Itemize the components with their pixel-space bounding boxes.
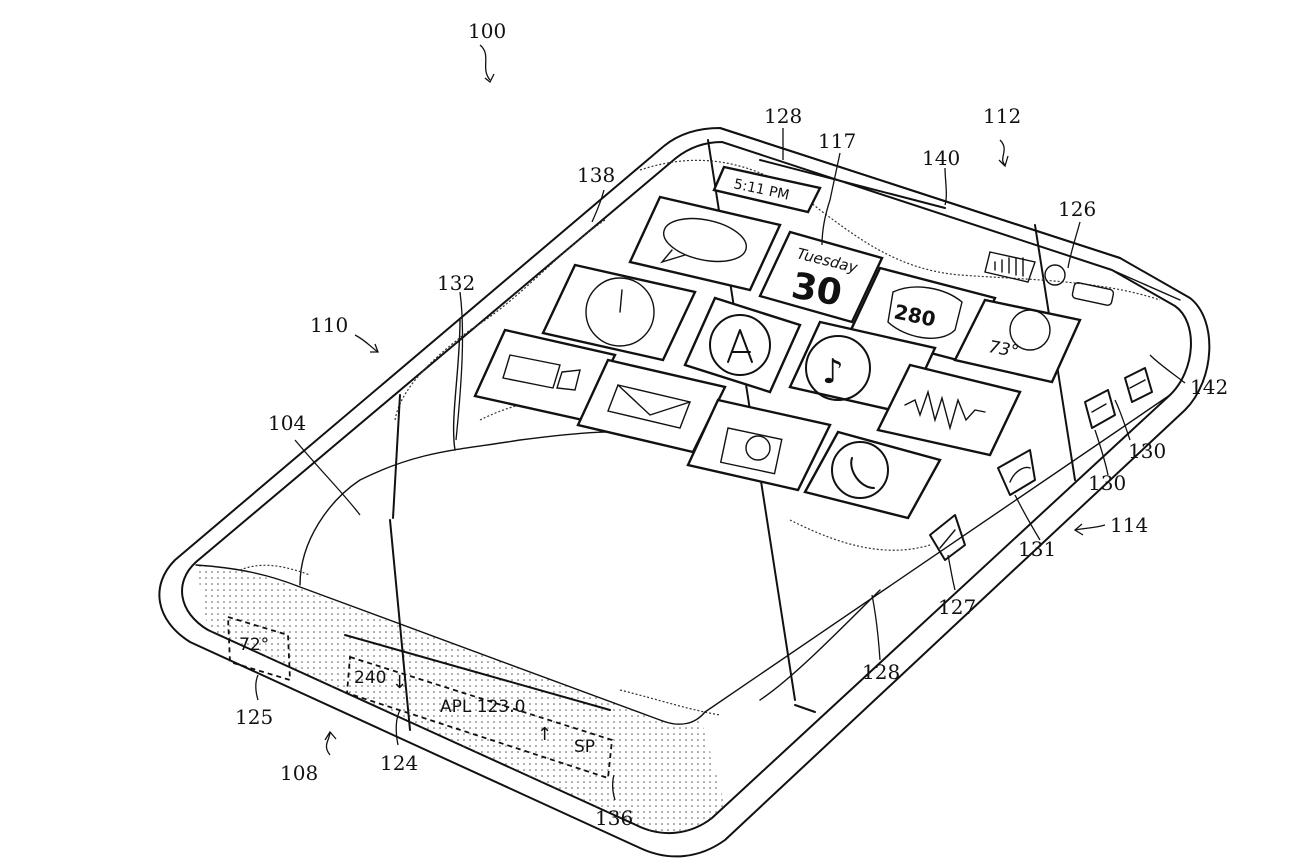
svg-text:APL 123.0: APL 123.0	[440, 697, 525, 717]
bottom-band	[196, 565, 725, 834]
svg-text:125: 125	[235, 705, 273, 729]
reference-numerals: 100 128 117 112 140 138 126 132 110 142 …	[235, 19, 1228, 830]
svg-text:↑: ↑	[537, 724, 552, 745]
svg-text:117: 117	[818, 129, 856, 153]
svg-text:130: 130	[1088, 471, 1126, 495]
svg-text:114: 114	[1110, 513, 1148, 537]
svg-text:♪: ♪	[822, 352, 844, 392]
clock-icon[interactable]	[541, 263, 697, 362]
side-controls	[929, 367, 1153, 561]
svg-text:72°: 72°	[239, 635, 269, 655]
svg-text:130: 130	[1128, 439, 1166, 463]
wifi-icon	[1044, 264, 1066, 286]
svg-text:240: 240	[354, 668, 386, 688]
battery-icon	[1071, 282, 1115, 306]
svg-text:136: 136	[595, 806, 633, 830]
voice-memo-icon[interactable]	[876, 363, 1022, 457]
device-body	[158, 127, 1211, 858]
app-store-icon[interactable]	[683, 296, 802, 394]
camera-icon[interactable]	[686, 398, 832, 492]
svg-text:132: 132	[437, 271, 475, 295]
svg-text:108: 108	[280, 761, 318, 785]
svg-text:142: 142	[1190, 375, 1228, 399]
svg-text:128: 128	[764, 104, 802, 128]
temperature-widget: 72°	[227, 615, 291, 682]
svg-text:124: 124	[380, 751, 418, 775]
side-button-130-upper[interactable]	[1124, 367, 1153, 403]
phone-icon[interactable]	[803, 430, 942, 520]
svg-text:127: 127	[938, 595, 976, 619]
status-indicators	[984, 251, 1115, 306]
svg-text:110: 110	[310, 313, 348, 337]
svg-text:SP: SP	[574, 737, 595, 757]
messages-icon[interactable]	[628, 195, 782, 292]
leader-lines	[255, 44, 1186, 801]
svg-text:↓: ↓	[392, 672, 407, 693]
stock-ticker: 240 ↓ APL 123.0 ↑ SP	[346, 655, 613, 780]
svg-text:100: 100	[468, 19, 506, 43]
svg-text:140: 140	[922, 146, 960, 170]
svg-text:138: 138	[577, 163, 615, 187]
arrow-icon-127[interactable]	[929, 514, 966, 561]
svg-text:131: 131	[1018, 537, 1056, 561]
app-icon-grid: Tuesday 30 280 73°	[473, 195, 1082, 520]
time-display: 5:11 PM	[712, 165, 822, 214]
side-button-130-lower[interactable]	[1084, 389, 1116, 429]
svg-text:104: 104	[268, 411, 306, 435]
svg-text:112: 112	[983, 104, 1021, 128]
calendar-icon[interactable]: Tuesday 30	[758, 230, 884, 324]
svg-text:30: 30	[788, 265, 844, 314]
weather-icon[interactable]: 73°	[953, 298, 1082, 384]
svg-text:126: 126	[1058, 197, 1096, 221]
wireless-icon-131[interactable]	[997, 449, 1036, 496]
svg-text:128: 128	[862, 660, 900, 684]
